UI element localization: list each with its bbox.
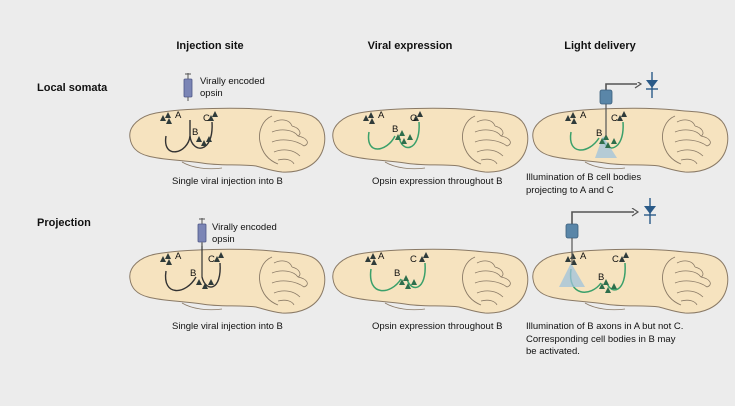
optical-fiber-icon <box>597 79 667 112</box>
caption-light-projection-line2: Corresponding cell bodies in B may <box>526 333 676 345</box>
label-b: B <box>190 268 197 279</box>
light-source-icon <box>640 198 660 224</box>
label-a: A <box>175 251 182 262</box>
brain-light-projection <box>532 248 729 314</box>
label-c: C <box>203 113 210 124</box>
label-c: C <box>410 113 417 124</box>
caption-light-local-line2: projecting to A and C <box>526 184 614 196</box>
label-c: C <box>410 254 417 265</box>
label-a: A <box>378 110 385 121</box>
optical-fiber-icon <box>564 207 654 268</box>
virus-annotation-line2: opsin <box>212 234 235 245</box>
caption-light-projection-line1: Illumination of B axons in A but not C. <box>526 321 684 332</box>
label-b: B <box>394 268 401 279</box>
virus-annotation-projection: Virally encoded opsin <box>212 222 277 246</box>
brain-light-local <box>532 100 729 173</box>
caption-light-local: Illumination of B cell bodies projecting… <box>526 172 641 197</box>
caption-light-local-line1: Illumination of B cell bodies <box>526 172 642 183</box>
row-header-local: Local somata <box>37 82 108 94</box>
label-a: A <box>378 251 385 262</box>
caption-light-projection-line3: be activated. <box>526 346 580 357</box>
light-source-icon <box>642 72 662 98</box>
label-a: A <box>580 251 587 262</box>
caption-expression-projection: Opsin expression throughout B <box>372 321 503 332</box>
brain-injection-local <box>129 107 326 173</box>
label-b: B <box>598 272 605 283</box>
virus-annotation-local: Virally encoded opsin <box>200 76 265 100</box>
label-b: B <box>192 127 199 138</box>
caption-light-projection: Illumination of B axons in A but not C. … <box>526 321 683 359</box>
row-header-projection: Projection <box>37 217 91 229</box>
caption-expression-local: Opsin expression throughout B <box>372 176 503 187</box>
brain-injection-projection <box>129 243 326 314</box>
virus-annotation-line1: Virally encoded <box>212 222 277 233</box>
column-header-expression: Viral expression <box>367 40 453 52</box>
label-b: B <box>392 124 399 135</box>
brain-expression-projection <box>332 248 529 314</box>
syringe-icon <box>196 218 208 246</box>
virus-annotation-line1: Virally encoded <box>200 76 265 87</box>
label-a: A <box>175 110 182 121</box>
caption-injection-local: Single viral injection into B <box>172 176 283 187</box>
column-header-injection: Injection site <box>176 40 244 52</box>
label-c: C <box>611 113 618 124</box>
label-a: A <box>580 110 587 121</box>
label-c: C <box>612 254 619 265</box>
label-b: B <box>596 128 603 139</box>
virus-annotation-line2: opsin <box>200 88 223 99</box>
label-c: C <box>208 254 215 265</box>
column-header-light: Light delivery <box>564 40 636 52</box>
brain-expression-local <box>332 107 529 173</box>
syringe-icon <box>182 73 194 101</box>
caption-injection-projection: Single viral injection into B <box>172 321 283 332</box>
